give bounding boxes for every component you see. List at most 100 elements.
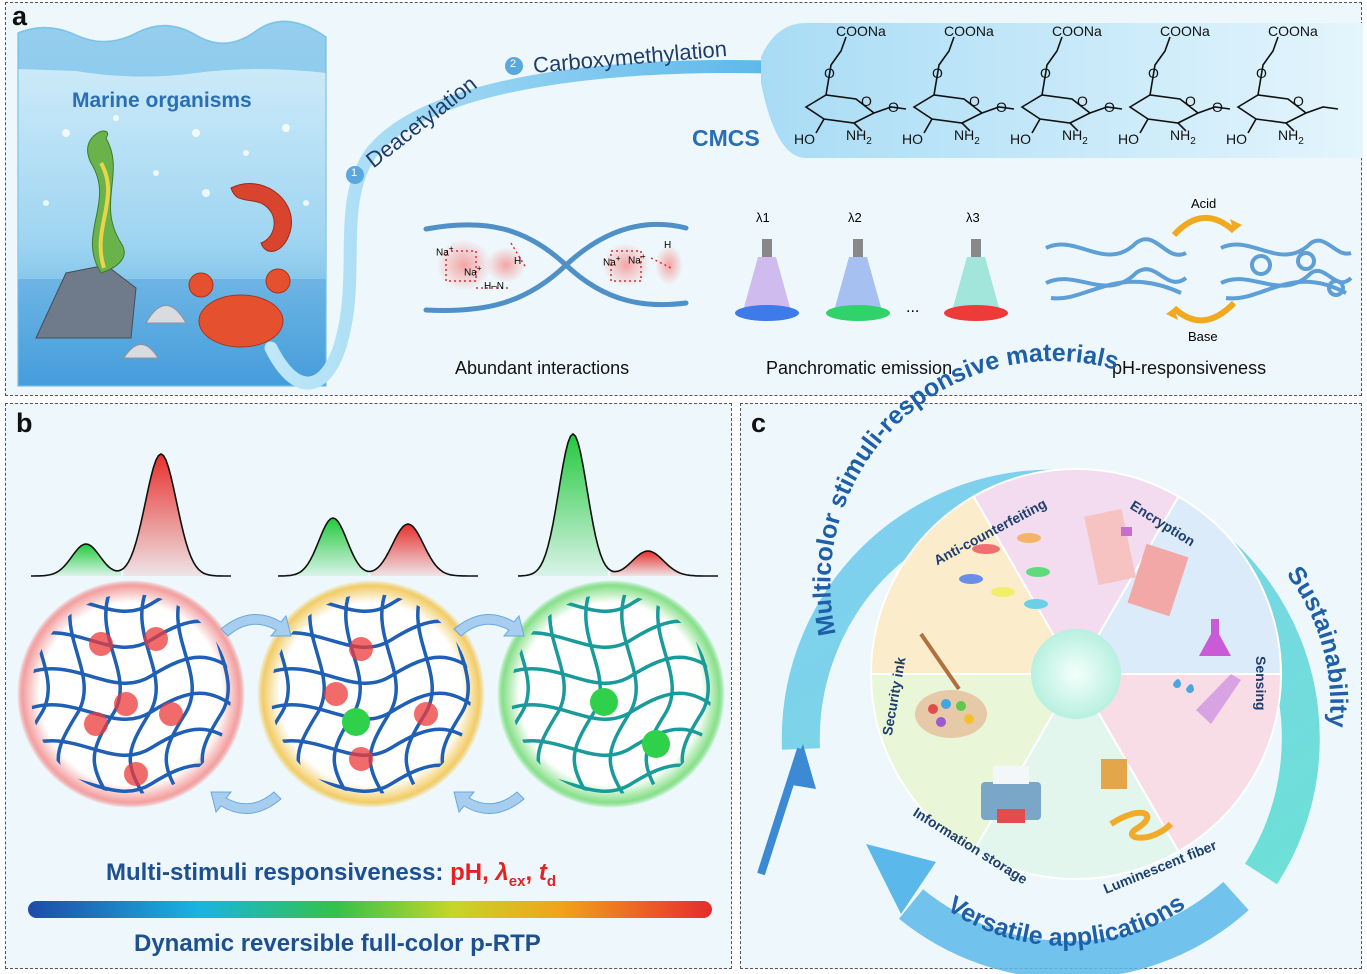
green-emission-band bbox=[31, 544, 121, 576]
carboxymethyl-arm bbox=[1257, 36, 1279, 96]
application-sector bbox=[972, 672, 1180, 880]
panel-c-graphics bbox=[757, 468, 1320, 974]
ho-label: HO bbox=[1010, 131, 1031, 147]
panel-a-label: a bbox=[12, 1, 28, 31]
shrimp bbox=[230, 183, 292, 252]
lambda1-label: λ1 bbox=[756, 210, 770, 225]
p-rtp-title: Dynamic reversible full-color p-RTP bbox=[134, 930, 541, 957]
green-emission-band bbox=[278, 518, 368, 576]
emitter-cluster bbox=[349, 747, 373, 771]
panel-c: c bbox=[740, 339, 1362, 974]
water-surface bbox=[18, 21, 326, 77]
hydroxyl-bond bbox=[815, 118, 825, 134]
emitter-cluster bbox=[159, 702, 183, 726]
emitter-cluster bbox=[124, 762, 148, 786]
panel-a: a bbox=[5, 1, 1363, 396]
panel-a-graphics bbox=[17, 20, 1363, 390]
bottom-ring bbox=[899, 881, 1249, 974]
acid-label: Acid bbox=[1191, 196, 1217, 211]
ho-label: HO bbox=[794, 131, 815, 147]
cmcs-label: CMCS bbox=[692, 125, 760, 151]
acid-arrow-head bbox=[1230, 219, 1242, 231]
na-label: Na+ bbox=[628, 251, 646, 267]
amine-bond bbox=[1069, 122, 1079, 132]
interaction-glows bbox=[436, 239, 683, 291]
ring-o-label: O bbox=[1077, 93, 1088, 109]
application-sectors bbox=[869, 468, 1283, 880]
na-label: Na+ bbox=[603, 253, 621, 269]
emitter-cluster bbox=[89, 632, 113, 656]
ph-caption: pH-responsiveness bbox=[1112, 358, 1267, 378]
emission-caption: Panchromatic emission bbox=[766, 358, 953, 378]
step2-number: 2 bbox=[510, 58, 517, 70]
emission-ellipsis: ... bbox=[906, 299, 920, 316]
ho-label: HO bbox=[902, 131, 923, 147]
green-emitter bbox=[642, 730, 670, 758]
carboxymethyl-arm bbox=[1149, 36, 1171, 96]
carboxymethyl-arm bbox=[825, 36, 847, 96]
green-emission-band bbox=[518, 434, 608, 576]
h-label: H bbox=[664, 240, 672, 251]
red-emission-band bbox=[123, 454, 231, 576]
glycosidic-bond bbox=[1305, 106, 1339, 114]
nh2-label: NH2 bbox=[1278, 127, 1304, 147]
amine-bond bbox=[853, 122, 863, 132]
crab-claw bbox=[265, 268, 291, 294]
glycosidic-bond bbox=[1089, 106, 1123, 114]
hn-label: H–N bbox=[484, 281, 505, 292]
lambda3-label: λ3 bbox=[966, 210, 980, 225]
palette-icon bbox=[915, 632, 987, 738]
nh2-label: NH2 bbox=[1170, 127, 1196, 147]
hydroxyl-bond bbox=[1139, 118, 1149, 134]
coona-label: COONa bbox=[1268, 23, 1318, 39]
bubbles bbox=[43, 115, 309, 206]
stimuli-title: Multi-stimuli responsiveness: pH, λex, t… bbox=[106, 859, 556, 890]
na-label: Na+ bbox=[436, 243, 454, 259]
ring-arrow-head bbox=[866, 844, 936, 914]
crab-claw bbox=[188, 272, 214, 298]
application-sector bbox=[972, 468, 1180, 676]
step1-circle bbox=[346, 166, 364, 184]
nh2-label: NH2 bbox=[954, 127, 980, 147]
coona-label: COONa bbox=[944, 23, 994, 39]
step2-circle bbox=[505, 57, 523, 75]
ether-o-label: O bbox=[1256, 65, 1267, 81]
na-label: Na+ bbox=[464, 263, 482, 279]
polymer-network bbox=[511, 594, 711, 794]
coordination-bonds bbox=[445, 242, 672, 289]
emitter-cluster bbox=[84, 712, 108, 736]
bridge-o-label: O bbox=[888, 99, 899, 115]
emission-lamps bbox=[735, 239, 1008, 321]
h-label: H bbox=[514, 256, 522, 267]
amine-bond bbox=[1285, 122, 1295, 132]
emitter-cluster bbox=[349, 637, 373, 661]
nh2-label: NH2 bbox=[1062, 127, 1088, 147]
rock bbox=[35, 264, 137, 339]
shell bbox=[123, 344, 159, 359]
emission-spectrum-curve bbox=[518, 432, 718, 577]
carboxymethyl-arm bbox=[1041, 36, 1063, 96]
spectrum-bar bbox=[28, 901, 712, 918]
seaweed-stem bbox=[98, 162, 111, 269]
arc-bottom-text: Versatile applications bbox=[943, 889, 1190, 952]
glycosidic-bond bbox=[1197, 106, 1231, 114]
coona-label: COONa bbox=[836, 23, 886, 39]
bridge-o-label: O bbox=[996, 99, 1007, 115]
cmcs-band bbox=[761, 23, 1363, 158]
emitter-cluster bbox=[144, 627, 168, 651]
polymer-chains bbox=[423, 221, 689, 313]
hydroxyl-bond bbox=[1031, 118, 1041, 134]
bridge-o-label: O bbox=[1104, 99, 1115, 115]
red-emission-band bbox=[610, 551, 718, 576]
conversion-tube bbox=[264, 60, 773, 390]
ho-label: HO bbox=[1226, 131, 1247, 147]
green-emitter bbox=[342, 708, 370, 736]
panel-c-label: c bbox=[751, 408, 767, 438]
incoming-arrow-head bbox=[786, 744, 816, 789]
ring-o-label: O bbox=[1293, 93, 1304, 109]
ether-o-label: O bbox=[1040, 65, 1051, 81]
amine-bond bbox=[1177, 122, 1187, 132]
step1-number: 1 bbox=[351, 167, 358, 179]
ring-o-label: O bbox=[969, 93, 980, 109]
coona-label: COONa bbox=[1160, 23, 1210, 39]
